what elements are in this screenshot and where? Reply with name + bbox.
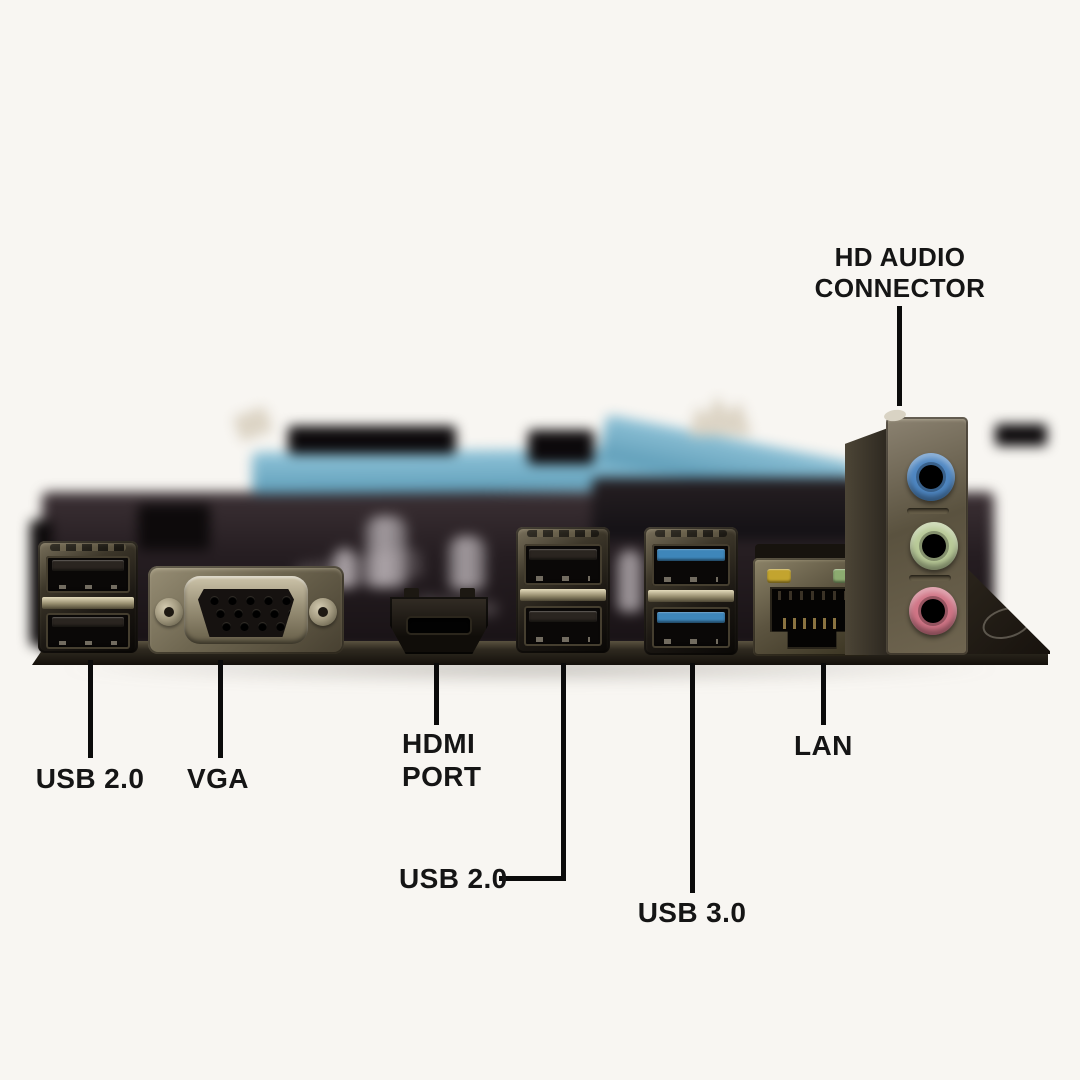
usb3-label: USB 3.0: [637, 897, 747, 928]
usb2-port: [46, 613, 130, 649]
capacitor: [448, 536, 486, 590]
usb2-tongue: [529, 548, 597, 561]
usb2-port: [523, 544, 603, 585]
hdmi-mount-tab: [404, 588, 419, 599]
slot-clip-white-2: [688, 396, 752, 436]
vga-pin-hole: [228, 596, 237, 605]
hdmi-mount-tab: [460, 588, 475, 599]
vga-pin-hole: [216, 609, 225, 618]
audio-block-side-face: [845, 428, 888, 655]
capacitor: [365, 516, 407, 588]
vga-pin-row: [216, 609, 294, 618]
leader-line-usb3: [690, 663, 695, 893]
usb2-tongue: [51, 617, 125, 628]
audio-jack-line-out: [910, 522, 958, 570]
usb2-tongue: [529, 610, 597, 622]
vga-port: [148, 566, 344, 654]
vga-pin-hole: [222, 622, 231, 631]
hd-audio-connector-label: HD AUDIO CONNECTOR: [814, 242, 986, 303]
usb-contacts: [59, 584, 117, 590]
usb3-tongue-blue: [657, 549, 725, 561]
audio-block-vent-slot: [909, 575, 951, 581]
usb-contacts: [536, 637, 590, 642]
pci-slot-right: [995, 424, 1047, 446]
usb2-middle-stack: [516, 527, 610, 653]
audio-jack-hole: [922, 534, 946, 558]
pci-slot: [288, 426, 456, 454]
heatsink-dark: [592, 478, 892, 540]
audio-jack-hole: [921, 599, 945, 623]
usb3-port: [651, 544, 731, 586]
vga-pin-row: [210, 596, 291, 605]
lan-led-yellow: [767, 569, 791, 583]
vga-metal-collar: [184, 576, 308, 644]
hdmi-slot-opening: [408, 618, 470, 633]
vga-pin-hole: [210, 596, 219, 605]
leader-line-hd-audio: [897, 306, 902, 406]
hdmi-port-label: HDMI PORT: [402, 728, 482, 792]
audio-jack-hole: [919, 465, 943, 489]
vga-pin-hole: [234, 609, 243, 618]
usb2-port: [523, 606, 603, 646]
usb2-tongue: [51, 560, 125, 571]
audio-jack-mic: [909, 587, 957, 635]
vga-dsub-pin-field: [198, 589, 294, 637]
dark-component: [528, 430, 594, 464]
usb-contacts: [664, 576, 718, 582]
leader-line-usb2-middle-horizontal: [499, 876, 566, 881]
usb3-port: [651, 607, 731, 648]
vga-screw-post: [155, 598, 183, 626]
usb3-stack: [644, 527, 738, 655]
usb-divider-band: [42, 597, 134, 609]
leader-line-vga: [218, 660, 223, 758]
usb-contacts: [664, 639, 718, 644]
vga-pin-hole: [270, 609, 279, 618]
leader-line-usb2-left: [88, 660, 93, 758]
slot-clip-white: [232, 405, 274, 443]
vga-pin-hole: [240, 622, 249, 631]
usb-contacts: [59, 641, 117, 646]
audio-block-vent-slot: [907, 508, 949, 514]
usb2-left-label: USB 2.0: [35, 763, 145, 794]
usb3-tongue-blue: [657, 611, 725, 624]
usb-divider-band: [519, 589, 607, 601]
vga-pin-hole: [258, 622, 267, 631]
usb2-middle-label: USB 2.0: [399, 863, 508, 894]
audio-jack-line-in: [907, 453, 955, 501]
vga-label: VGA: [187, 763, 249, 794]
vga-screw-post: [309, 598, 337, 626]
lan-cavity: [770, 587, 854, 649]
vga-pin-hole: [252, 609, 261, 618]
usb-contacts: [536, 576, 590, 581]
vga-pin-hole: [246, 596, 255, 605]
vga-pin-hole: [264, 596, 273, 605]
usb-divider-band: [647, 590, 735, 602]
leader-line-usb2-middle-vertical: [561, 663, 566, 881]
usb2-left-stack: [38, 541, 138, 653]
usb2-port: [46, 556, 130, 593]
hdmi-port: [390, 597, 488, 654]
leader-line-lan: [821, 663, 826, 725]
pcb-component: [138, 504, 210, 550]
capacitor: [616, 550, 644, 612]
vga-pin-row: [222, 622, 303, 631]
vga-pin-hole: [282, 596, 291, 605]
vga-pin-hole: [288, 609, 294, 618]
leader-line-hdmi: [434, 663, 439, 725]
vga-pin-hole: [276, 622, 285, 631]
vga-pin-hole: [294, 622, 303, 631]
lan-label: LAN: [794, 730, 853, 761]
